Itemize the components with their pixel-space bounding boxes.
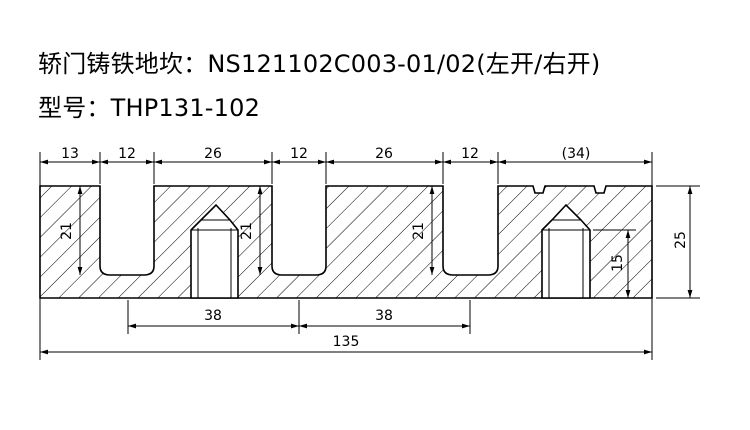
bolt-pitch-label-a: 38 bbox=[204, 308, 222, 324]
bolt-pitch-label-b: 38 bbox=[375, 308, 393, 324]
hole-depth-label: 15 bbox=[610, 254, 626, 272]
total-height-label: 25 bbox=[673, 231, 689, 249]
slot-depth-label-c: 21 bbox=[411, 222, 427, 240]
height-dimensions: 25 15 bbox=[610, 186, 693, 298]
bottom-dimensions: 38 38 135 bbox=[40, 308, 652, 355]
dim-label-34: (34) bbox=[562, 146, 591, 162]
dim-label-26-b: 26 bbox=[375, 146, 393, 162]
top-chain-dimensions: 13 12 26 12 26 12 (34) bbox=[40, 146, 652, 165]
part-title: 轿门铸铁地坎：NS121102C003-01/02(左开/右开) bbox=[38, 50, 601, 78]
slot-depth-label-b: 21 bbox=[239, 222, 255, 240]
threaded-hole-left bbox=[190, 203, 239, 299]
dim-label-12-a: 12 bbox=[118, 146, 136, 162]
dim-label-26-a: 26 bbox=[204, 146, 222, 162]
threaded-hole-right bbox=[541, 203, 591, 299]
extension-lines bbox=[39, 152, 700, 360]
dim-label-13: 13 bbox=[61, 146, 79, 162]
overall-length-label: 135 bbox=[333, 334, 360, 350]
slot-depth-dimensions: 21 21 21 bbox=[59, 186, 435, 275]
model-number: 型号：THP131-102 bbox=[38, 94, 261, 122]
slot-depth-label-a: 21 bbox=[59, 222, 75, 240]
dim-label-12-b: 12 bbox=[290, 146, 308, 162]
dim-label-12-c: 12 bbox=[461, 146, 479, 162]
